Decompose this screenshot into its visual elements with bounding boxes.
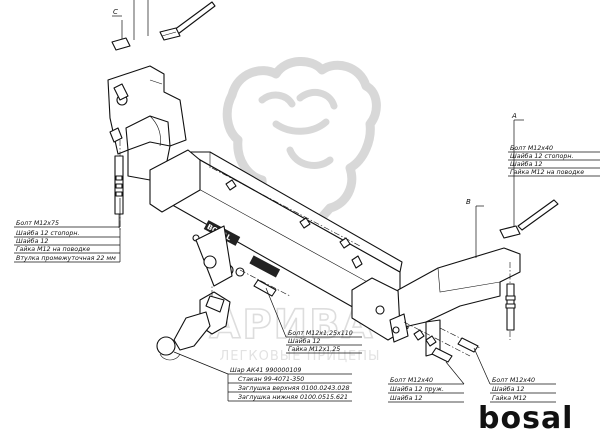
- callout-bottom-mid-3: Шайба 12: [390, 394, 422, 402]
- center-bolt-m12x125x110: [211, 167, 363, 297]
- callout-bottom-mid-2: Шайба 12 пруж.: [390, 385, 444, 393]
- callout-left-5: Втулка промежуточная 22 мм: [16, 255, 116, 262]
- watermark-brand: АРИВА: [209, 302, 374, 348]
- tow-ball: [156, 286, 231, 361]
- bosal-logo-text: bosal: [478, 401, 573, 436]
- callout-left: Болт М12х75 Шайба 12 стопорн. Шайба 12 Г…: [16, 220, 116, 262]
- callout-bottom-right-3: Гайка М12: [492, 395, 527, 402]
- callout-right-top-2: Шайба 12 стопорн.: [510, 152, 574, 160]
- callout-bottom-left: Шар АК41 990000109 Стакан 99-4071-350 За…: [230, 367, 349, 401]
- section-mark-a: A: [511, 112, 517, 120]
- callout-bottom-right: Болт М12х40 Шайба 12 Гайка М12: [492, 377, 535, 402]
- callout-center-3: Гайка М12х1,25: [288, 346, 340, 353]
- callout-bottom-right-1: Болт М12х40: [492, 377, 535, 384]
- callout-center-1: Болт М12х1,25х110: [288, 330, 353, 337]
- callout-bottom-mid-1: Болт М12х40: [390, 377, 433, 384]
- bosal-logo: bosal: [478, 401, 573, 436]
- section-mark-b: B: [466, 198, 471, 206]
- callout-left-4: Гайка М12 на поводке: [16, 246, 90, 253]
- section-mark-c: C: [113, 8, 118, 16]
- callout-bottom-mid: Болт М12х40 Шайба 12 пруж. Шайба 12: [390, 377, 444, 402]
- left-mounting-bracket: [107, 65, 187, 181]
- callout-bottom-right-2: Шайба 12: [492, 385, 524, 393]
- callout-bottom-left-4: Заглушка нижняя 0100.0515.621: [238, 394, 348, 401]
- right-strap-assembly: A B: [466, 112, 559, 340]
- callout-bottom-left-3: Заглушка верхняя 0100.0243.028: [238, 385, 349, 392]
- callout-bottom-left-1: Шар АК41 990000109: [230, 367, 301, 374]
- bottom-bolts: [403, 321, 481, 363]
- beam-stamp-right: [249, 255, 281, 278]
- callout-right-top-4: Гайка М12 на поводке: [510, 169, 584, 176]
- callout-left-3: Шайба 12: [16, 237, 48, 245]
- callout-right-top-1: Болт М12х40: [510, 145, 553, 152]
- right-mounting-bracket: [389, 247, 521, 357]
- callout-left-2: Шайба 12 стопорн.: [16, 229, 80, 237]
- callout-center: Болт М12х1,25х110 Шайба 12 Гайка М12х1,2…: [288, 330, 353, 353]
- callout-bottom-left-2: Стакан 99-4071-350: [238, 376, 304, 383]
- top-strap-assembly: C: [111, 0, 216, 51]
- callout-left-1: Болт М12х75: [16, 220, 59, 227]
- callout-right-top-3: Шайба 12: [510, 160, 542, 168]
- callout-right-top: Болт М12х40 Шайба 12 стопорн. Шайба 12 Г…: [510, 145, 584, 176]
- callout-center-2: Шайба 12: [288, 337, 320, 345]
- callout-leaders: [14, 151, 600, 403]
